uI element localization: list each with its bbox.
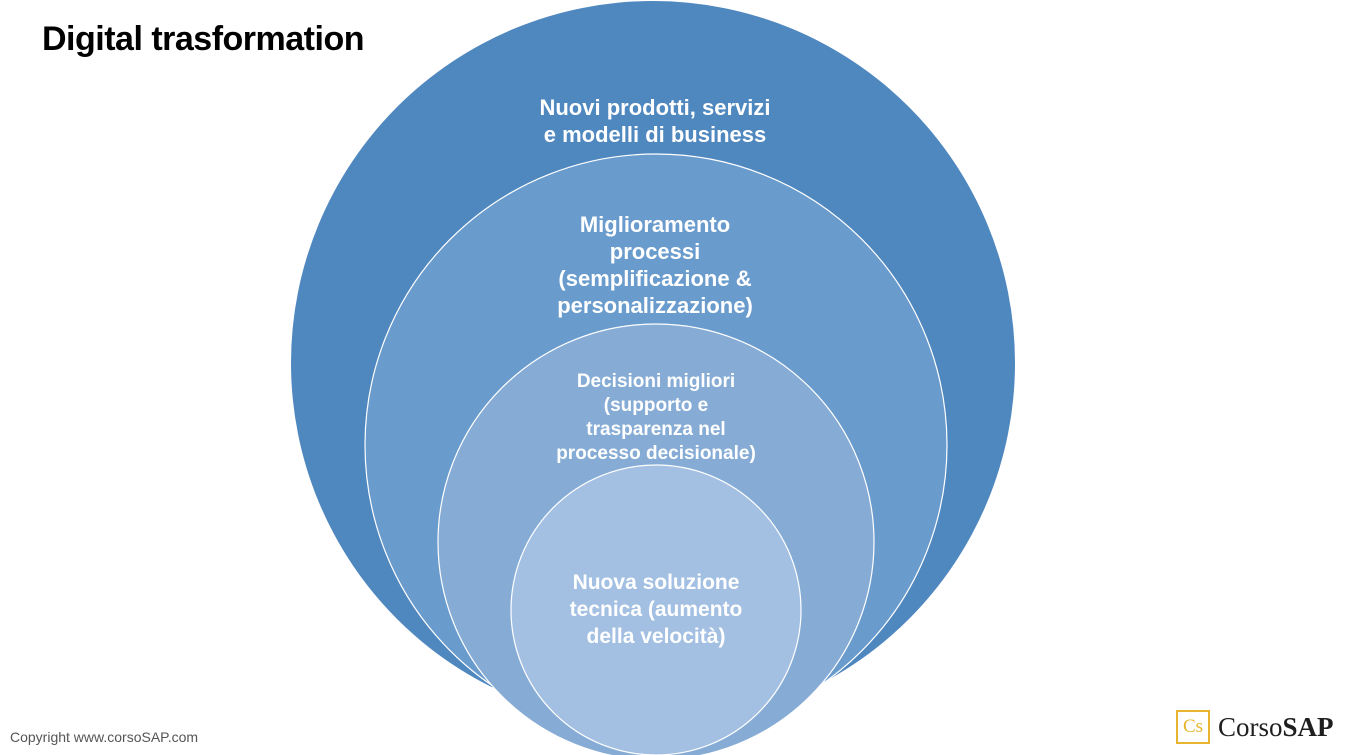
brand-name-regular: Corso: [1218, 711, 1283, 742]
cs-logo-icon: Cs: [1176, 710, 1210, 744]
copyright-text: Copyright www.corsoSAP.com: [10, 729, 199, 745]
page-title: Digital trasformation: [42, 20, 364, 58]
level-1-label: Nuovi prodotti, servizi e modelli di bus…: [539, 95, 771, 147]
brand-name-bold: SAP: [1282, 711, 1334, 742]
corsosap-logo: Cs CorsoSAP: [1176, 707, 1334, 747]
level-4-label: Nuova soluzione tecnica (aumento della v…: [569, 571, 743, 648]
level-2-label: Miglioramento processi (semplificazione …: [557, 212, 753, 318]
circle-level-4: [510, 464, 802, 755]
brand-name: CorsoSAP: [1218, 712, 1334, 743]
level-3-label: Decisioni migliori (supporto e trasparen…: [556, 371, 756, 464]
